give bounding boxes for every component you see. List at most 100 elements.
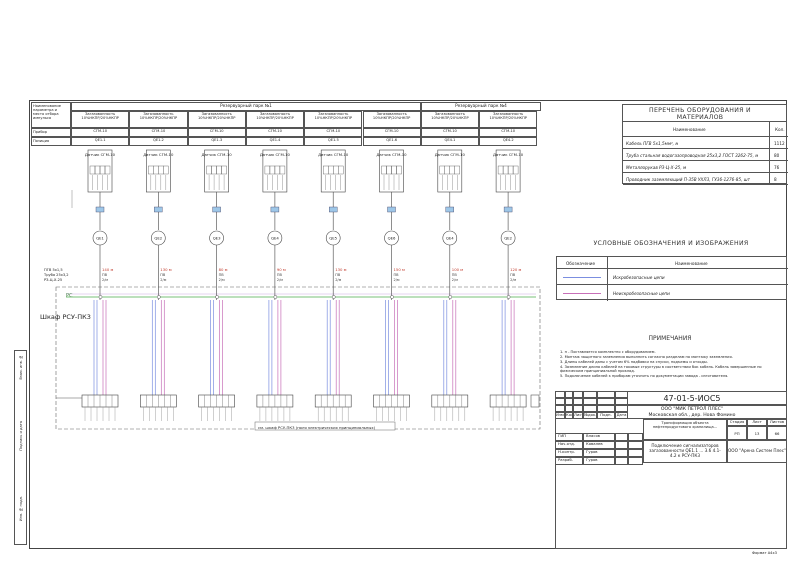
- cable-gland: [270, 206, 280, 213]
- equipment-table: Наименование Кол. Кабель ПГВ 5х1,5мм², м…: [622, 121, 788, 185]
- column-pos-3: QE1.3: [211, 138, 223, 142]
- stamp-col-label: Лист: [574, 412, 583, 417]
- equipment-row-name: Проводник заземляющий П-35В УХЛ3, ГУ36-1…: [626, 176, 751, 182]
- column-device-8: СГМ-10: [501, 129, 516, 133]
- column-device-7-cell: СГМ-10: [420, 128, 480, 137]
- column-pos-1-cell: QE1.1: [71, 137, 130, 146]
- legend-line-swatch: [563, 292, 601, 294]
- equipment-title: ПЕРЕЧЕНЬ ОБОРУДОВАНИЯ И МАТЕРИАЛОВ: [649, 107, 751, 121]
- equipment-col-name: Наименование: [673, 127, 706, 132]
- column-pos-3-cell: QE1.3: [187, 137, 246, 146]
- column-device-6-cell: СГМ-10: [362, 128, 421, 137]
- cable-type-label: ПВ: [510, 273, 516, 277]
- stamp-person-cell: Ковалев: [583, 441, 615, 449]
- stamp-empty-cell: [573, 391, 583, 398]
- cable-wire-label: 2/м: [452, 278, 458, 282]
- stamp-date-cell: [628, 449, 643, 457]
- stamp-date-cell: [628, 441, 643, 449]
- column-pos-7: QE4.1: [444, 138, 456, 142]
- column-desc-6: Загазованность 10%НКПР/20%НКПР: [372, 112, 411, 120]
- column-pos-5-cell: QE1.5: [304, 137, 363, 146]
- stamp-org: ООО "Арена Систем Плес": [728, 448, 786, 453]
- stamp-date-cell: [628, 457, 643, 465]
- equipment-col-divider: [769, 122, 770, 185]
- cable-gland: [212, 206, 221, 213]
- stamp-description-cell: Трансформация объекта нефтепродуктового …: [643, 419, 727, 440]
- sensor-title: Датчик СГМ-10: [376, 152, 407, 157]
- cable-label-3: РЗ-Ц-Х-25: [44, 278, 63, 282]
- cable-length-label: 150 м: [394, 267, 405, 272]
- equipment-row-name: Труба стальная водогазопроводная 25х3,2 …: [626, 152, 759, 158]
- drawing-frame: [29, 100, 787, 549]
- stamp-empty-cell: [565, 398, 573, 405]
- stamp-role-cell: ГИП: [555, 433, 583, 441]
- stamp-empty-cell: [573, 398, 583, 405]
- bus-node: [215, 295, 219, 299]
- stamp-signature-cell: [615, 457, 628, 465]
- stamp-empty-cell: [583, 405, 597, 412]
- stamp-format: Формат А4х3: [752, 551, 777, 555]
- cable-wire-label: 2/м: [160, 278, 166, 282]
- cable-type-label: ПВ: [102, 273, 108, 277]
- cable-gland: [503, 206, 513, 213]
- equipment-row: Труба стальная водогазопроводная 25х3,2 …: [623, 149, 788, 161]
- stamp-empty-cell: [597, 405, 615, 412]
- stamp-role: Нач.отд.: [558, 441, 575, 446]
- stamp-col-label: Кол.уч: [566, 412, 573, 417]
- cabinet-note-box: [254, 421, 396, 431]
- stamp-empty-cell: [555, 405, 565, 412]
- legend-title: УСЛОВНЫЕ ОБОЗНАЧЕНИЯ И ИЗОБРАЖЕНИЯ: [593, 240, 749, 247]
- column-desc-4: Загазованность 10%НКПР/20%НКПР: [256, 112, 294, 120]
- stamp-empty-cell: [615, 405, 628, 412]
- legend-row-name: Неискробезопасные цепи: [613, 290, 670, 296]
- stamp-sheet-label-cell: Лист: [747, 419, 767, 426]
- stamp-empty-cell: [597, 391, 615, 398]
- column-desc-1-cell: Загазованность 10%НКПР/20%НКПР: [71, 111, 130, 128]
- column-desc-3: Загазованность 10%НКПР/20%НКПР: [198, 112, 236, 120]
- cable-length-label: 130 м: [160, 267, 171, 272]
- stamp-signature-cell: [615, 441, 628, 449]
- sensor-title: Датчик СГМ-10: [143, 152, 174, 157]
- stamp-empty-cell: [615, 391, 628, 398]
- column-device-2: СГМ-10: [151, 129, 166, 133]
- stamp-person-cell: Гуров: [583, 449, 615, 457]
- stamp-stage-label-cell: Стадия: [727, 419, 747, 426]
- stamp-empty-cell: [583, 391, 597, 398]
- stamp-empty-cell: [597, 398, 615, 405]
- column-device-2-cell: СГМ-10: [129, 128, 188, 137]
- stamp-person: Ковалев: [586, 441, 603, 446]
- group1-title-cell: Резервуарный парк №1: [71, 102, 421, 111]
- stamp-signature-cell: [615, 449, 628, 457]
- stamp-empty-cell: [565, 391, 573, 398]
- stamp-empty-cell: [615, 398, 628, 405]
- note-item: 5. Подключение кабелей к приборам уточни…: [560, 374, 729, 378]
- cable-length-label: 80 м: [219, 267, 228, 272]
- stamp-role-cell: Н.контр.: [555, 449, 583, 457]
- cable-length-label: 140 м: [102, 267, 113, 272]
- stamp-sheet-cell: 13: [747, 426, 767, 440]
- cable-gland: [329, 206, 338, 213]
- bus-label: РС: [66, 293, 73, 299]
- cable-gland: [95, 206, 105, 213]
- cable-gland: [445, 206, 454, 213]
- sensor-title: Датчик СГМ-10: [85, 152, 116, 157]
- legend-table: Обозначение Наименование Искробезопасные…: [556, 256, 788, 301]
- stamp-person: Гуров: [586, 449, 598, 454]
- sensor-title: Датчик СГМ-10: [202, 152, 233, 157]
- column-device-5: СГМ-10: [326, 129, 341, 133]
- equipment-row: Проводник заземляющий П-35В УХЛ3, ГУ36-1…: [623, 173, 788, 185]
- column-device-6: СГМ-10: [384, 129, 399, 133]
- device-label-cell: Прибор: [31, 128, 71, 137]
- position-label: Позиция: [33, 139, 50, 143]
- note-item: 2. Монтаж защитного заземления выполнить…: [560, 355, 733, 359]
- stamp-person-cell: Гуров: [583, 457, 615, 465]
- column-pos-8-cell: QE4.2: [479, 137, 538, 146]
- column-pos-4: QE1.4: [269, 138, 281, 142]
- stamp-sheets-label: Листов: [769, 419, 785, 424]
- param-label: Наименование параметра и место отбора им…: [33, 104, 61, 120]
- stamp-sheets-cell: 66: [767, 426, 787, 440]
- terminal-cell: [279, 165, 286, 175]
- stamp-sheet-title: Подключение сигнализаторов загазованност…: [649, 443, 721, 458]
